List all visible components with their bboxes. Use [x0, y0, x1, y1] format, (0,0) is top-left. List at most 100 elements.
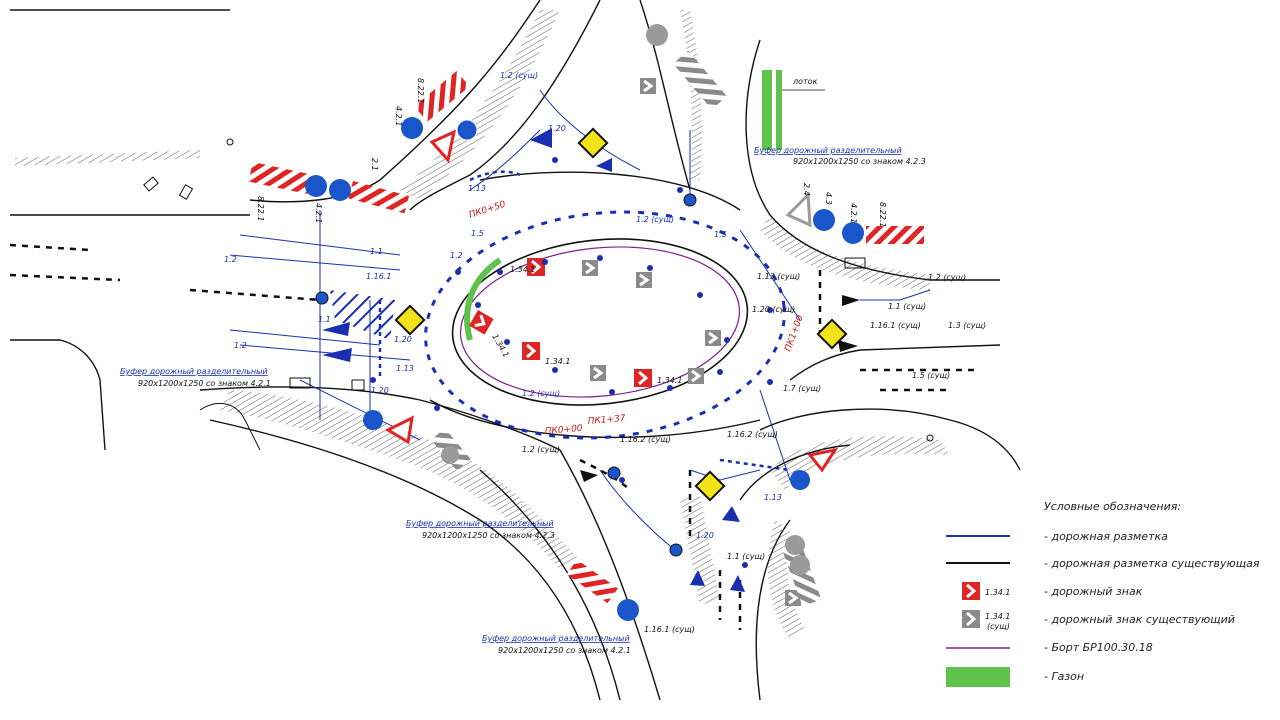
label-sign: 1.34.1: [490, 333, 511, 360]
legend-swatch-sign-existing-icon: [962, 610, 980, 628]
sign-4-3-icon: [790, 470, 810, 490]
edge-sw: [199, 386, 561, 451]
buffer-sw-sub: 920х1200х1250 со знаком 4.2.1: [498, 646, 631, 655]
embankment-s: [767, 520, 805, 640]
label-marking: 1.2: [234, 341, 247, 350]
legend-sign-label: 1.34.1: [985, 588, 1010, 597]
priority-sign-icon: [816, 318, 848, 350]
yield-signs: [384, 129, 839, 473]
label-marking: 1.2 (сущ): [500, 71, 538, 80]
embankment-nne: [680, 10, 702, 180]
buffer-nw-icon: [315, 291, 329, 305]
blue-round-signs: [305, 24, 864, 621]
label-marking: 1.1: [370, 247, 383, 256]
chevron-sign: [469, 310, 494, 335]
ring-dash-outer: [424, 210, 786, 440]
existing-labels: 1.13 (сущ) 1.20 (сущ) 1.16.1 (сущ) 1.3 (…: [371, 272, 986, 634]
lotok-strip: [762, 70, 772, 150]
embankment-se: [770, 436, 950, 490]
sign-4-2-1-icon: [842, 222, 864, 244]
label-existing: 1.16.1 (сущ): [644, 625, 695, 634]
legend-item-text: - дорожная разметка: [1044, 530, 1168, 543]
island-inner: [459, 246, 741, 398]
existing-dashes: [9, 243, 980, 630]
edge-se: [759, 408, 1021, 471]
label-sign: 1.34.1: [545, 357, 570, 366]
station-pk000: ПК0+00: [544, 424, 583, 437]
station-pk137: ПК1+37: [587, 414, 626, 427]
label-marking: 1.1: [318, 315, 331, 324]
legend-item-text: - Газон: [1044, 670, 1084, 683]
label-existing: 1.1 (сущ): [888, 302, 926, 311]
label-marking: 1.5: [714, 230, 727, 239]
legend-item-text: - Борт БР100.30.18: [1044, 641, 1153, 654]
embankment-n: [400, 10, 560, 200]
label-existing: 1.3 (сущ): [948, 321, 986, 330]
label-existing: 1.16.2 (сущ): [727, 430, 778, 439]
label-marking: 1.20: [371, 386, 389, 395]
sign-4-2-1-icon: [305, 175, 327, 197]
label-marking: 1.2 (сущ): [636, 215, 674, 224]
buffer-w-sub: 920х1200х1250 со знаком 4.2.1: [138, 379, 271, 388]
buffer-sw-title: Буфер дорожный разделительный: [482, 634, 630, 643]
chevron-sign: [634, 369, 652, 387]
buffer-s-title: Буфер дорожный разделительный: [406, 519, 554, 528]
edge-w-bottom: [10, 339, 106, 451]
island-outer: [451, 238, 749, 406]
board-n: [414, 71, 470, 122]
board-s: [566, 559, 618, 604]
edge-n-left: [249, 0, 541, 203]
edge-ring-outer-s: [429, 399, 761, 439]
edge-n-right: [639, 0, 691, 191]
hatched-areas: [330, 290, 720, 605]
legend-title: Условные обозначения:: [1044, 500, 1181, 513]
yield-sign-icon: [429, 129, 457, 164]
sign-4-3-icon: [363, 410, 383, 430]
chevron-sign: [522, 342, 540, 360]
lotok-label: лоток: [792, 77, 818, 86]
priority-sign-icon: [694, 470, 726, 502]
label-marking: 1.2: [224, 255, 237, 264]
board-e: [866, 226, 924, 244]
label-sign: 2.1: [370, 158, 379, 171]
buffer-ne-title: Буфер дорожный разделительный: [754, 146, 902, 155]
legend-sign-sub: (сущ): [987, 622, 1010, 631]
label-marking: 1.16.1: [366, 272, 391, 281]
label-sign: 1.34.1: [657, 376, 682, 385]
embankment-w: [15, 150, 200, 166]
grey-round-sign-icon: [790, 555, 810, 575]
gutter: [762, 70, 782, 150]
legend-item-text: - дорожный знак существующий: [1044, 613, 1235, 626]
stations: ПК0+50 ПК1+00 ПК1+37 ПК0+00: [468, 200, 806, 437]
station-pk100: ПК1+00: [783, 314, 805, 353]
label-existing: 1.20 (сущ): [752, 305, 795, 314]
hatch-w-island: [330, 290, 395, 340]
label-marking: 1.13: [468, 184, 486, 193]
label-marking: 1.5: [471, 229, 484, 238]
arrows-existing: [580, 295, 860, 482]
board-ne-grey: [673, 50, 727, 110]
board-nw: [248, 161, 312, 195]
lotok-strip-2: [776, 70, 782, 150]
buffer-s-icon: [607, 466, 621, 480]
buffer-s2-icon: [669, 543, 683, 557]
yield-sign-icon: [807, 447, 839, 473]
label-sign: 1.34.1: [510, 265, 535, 274]
island-lawn: [464, 257, 502, 341]
grey-round-sign-icon: [441, 446, 459, 464]
label-sign: 4.2.1: [394, 106, 403, 126]
label-sign: 8.22.1: [416, 78, 425, 103]
edge-e-lower: [789, 344, 1001, 381]
legend: Условные обозначения: - дорожная разметк…: [946, 500, 1260, 687]
planned-lines: [229, 89, 931, 551]
station-pk050: ПК0+50: [468, 200, 507, 221]
label-existing: 1.5 (сущ): [912, 371, 950, 380]
legend-item-text: - дорожная разметка существующая: [1044, 557, 1260, 570]
sign-4-2-1-icon: [617, 599, 639, 621]
buffer-annotations: Буфер дорожный разделительный 920х1200х1…: [120, 77, 926, 655]
chevron-sign: [527, 258, 545, 276]
legend-swatch-lawn: [946, 667, 1010, 687]
label-sign: 2.4: [802, 183, 811, 196]
buffer-ne-sub: 920х1200х1250 со знаком 4.2.3: [793, 157, 926, 166]
